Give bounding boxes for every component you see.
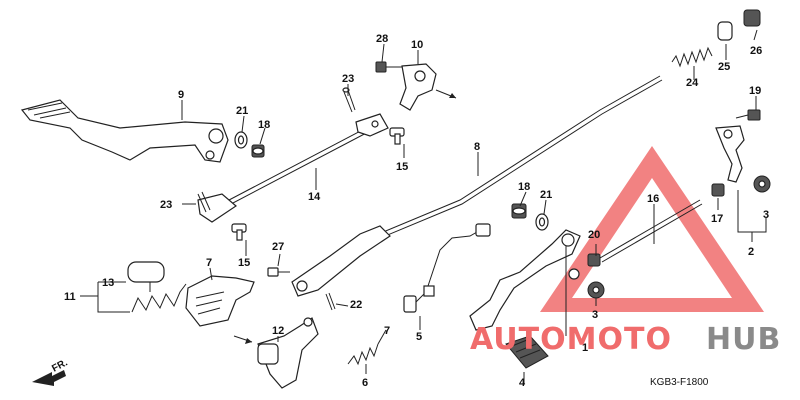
bracket-assembly-2 (715, 125, 745, 183)
nut-20 (587, 253, 601, 267)
bolt-18-center (511, 203, 527, 219)
callout-26: 26 (750, 45, 762, 57)
bolt-18-left (251, 144, 265, 158)
callout-6: 6 (362, 377, 368, 389)
callout-24: 24 (686, 77, 699, 89)
bracket-10 (399, 63, 437, 111)
watermark-text-grey: HUB (706, 322, 781, 357)
callout-14: 14 (308, 191, 321, 203)
callout-3-right: 3 (763, 209, 769, 221)
callout-labels: 1 2 3 3 4 5 6 7 7 8 9 10 11 12 13 14 15 … (64, 33, 769, 389)
bolt-28 (375, 61, 402, 73)
callout-20: 20 (588, 229, 600, 241)
joint-3-center (587, 281, 605, 299)
callout-7-plate: 7 (206, 257, 212, 269)
callout-11: 11 (64, 291, 76, 303)
spring-6 (347, 343, 379, 366)
cotter-pin-23-upper (342, 87, 356, 113)
watermark-text: AUTOMOTO HUB (470, 322, 781, 357)
joint-3-right (753, 175, 771, 193)
nut-17 (711, 183, 725, 197)
shift-pedal-rubber (505, 335, 549, 369)
brake-cable (291, 75, 663, 297)
callout-3-center: 3 (592, 309, 598, 321)
cotter-pin-23-lower (197, 191, 211, 213)
callout-13: 13 (102, 277, 114, 289)
callout-9: 9 (178, 89, 184, 101)
callout-25: 25 (718, 61, 730, 73)
callout-23-lower: 23 (160, 199, 172, 211)
callout-21-left: 21 (236, 105, 248, 117)
brake-rod (197, 113, 389, 223)
shift-lever (469, 229, 581, 331)
collar-25 (717, 21, 733, 41)
washer-21-left (234, 131, 248, 149)
collar-13 (127, 261, 165, 283)
arrow-10-head (449, 93, 456, 98)
bolt-27 (267, 267, 290, 277)
nut-26 (743, 9, 761, 27)
pin-22 (325, 292, 336, 311)
callout-22: 22 (350, 299, 362, 311)
arrow-12-head (245, 338, 252, 344)
reference-code: KGB3-F1800 (650, 377, 709, 388)
watermark-logo (540, 146, 764, 312)
callout-8: 8 (474, 141, 480, 153)
rod-16 (599, 199, 703, 263)
callout-4: 4 (519, 377, 526, 389)
callout-15-lower: 15 (238, 257, 250, 269)
callout-28: 28 (376, 33, 388, 45)
spring-24 (671, 46, 713, 68)
leader-lines (80, 29, 767, 384)
bolt-19 (735, 109, 761, 121)
spring-11 (131, 283, 187, 313)
callout-2: 2 (748, 246, 754, 258)
callout-18-center: 18 (518, 181, 530, 193)
callout-10: 10 (411, 39, 423, 51)
callout-19: 19 (749, 85, 761, 97)
callout-18-left: 18 (258, 119, 270, 131)
stop-switch-5 (403, 223, 491, 313)
watermark-text-red: AUTOMOTO (470, 322, 672, 357)
pin-15-upper (389, 127, 405, 145)
brake-plate-7 (185, 275, 255, 327)
front-direction-arrow (32, 370, 66, 386)
washer-21-center (535, 213, 549, 231)
callout-23-upper: 23 (342, 73, 354, 85)
brake-pedal (20, 99, 229, 163)
brake-arm-12 (257, 317, 319, 389)
callout-17: 17 (711, 213, 723, 225)
front-label: FR. (50, 357, 70, 374)
leader-7-spring (377, 329, 387, 345)
callout-7-spring: 7 (384, 325, 390, 337)
callout-16: 16 (647, 193, 659, 205)
callout-15-upper: 15 (396, 161, 408, 173)
callout-5: 5 (416, 331, 422, 343)
pin-15-lower (231, 223, 247, 241)
callout-21-center: 21 (540, 189, 552, 201)
callout-1: 1 (582, 342, 588, 354)
callout-12: 12 (272, 325, 284, 337)
callout-27: 27 (272, 241, 284, 253)
